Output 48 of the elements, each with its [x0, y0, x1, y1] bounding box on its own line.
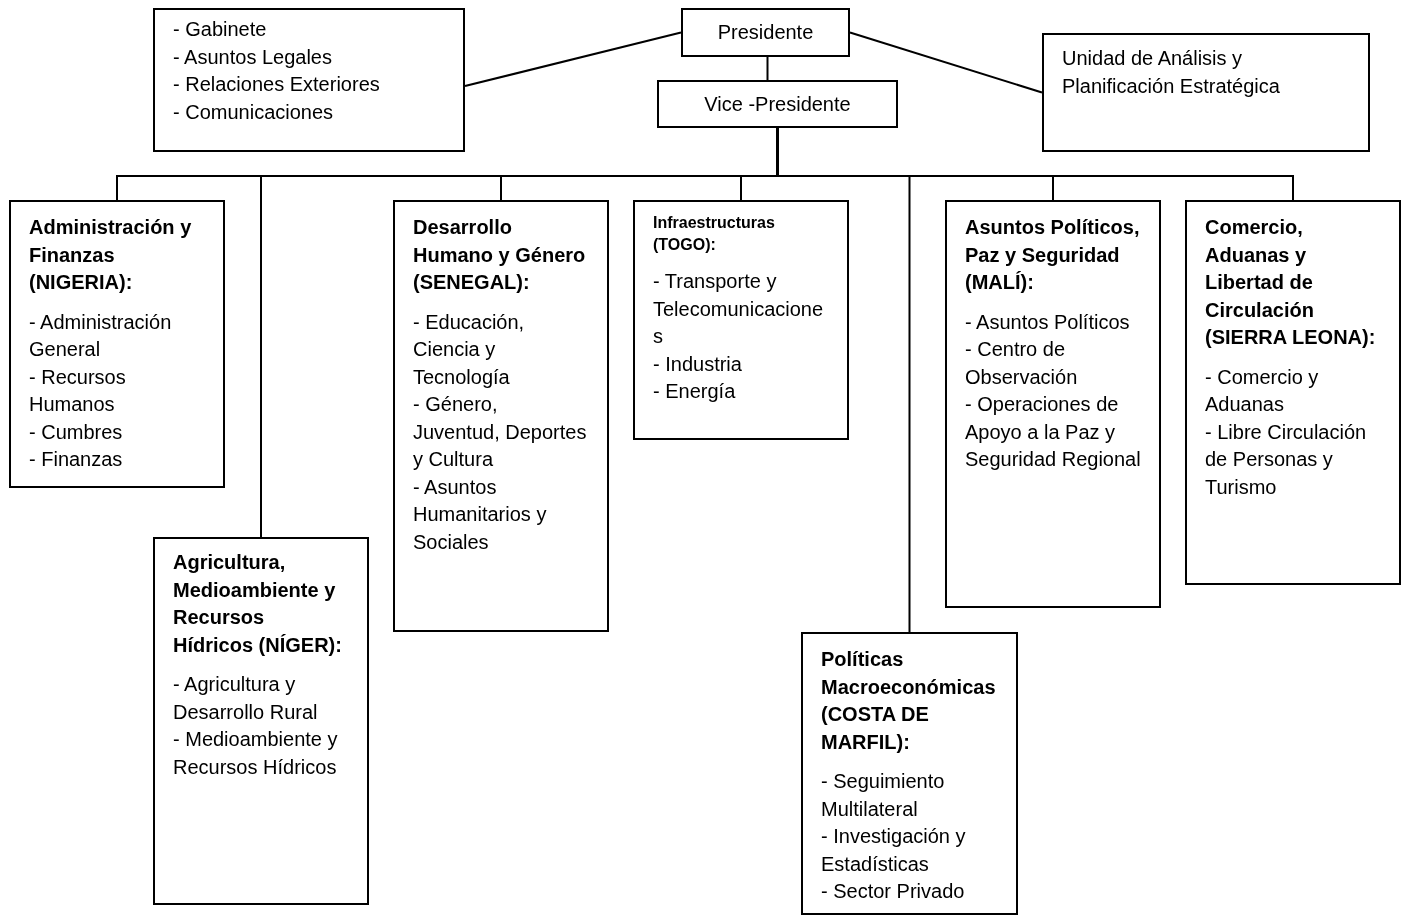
org-box: [1042, 33, 1370, 152]
unit-heading: Administración y Finanzas (NIGERIA):: [29, 215, 193, 295]
unit-item: - Operaciones de Apoyo a la Paz y Seguridad Regional: [965, 392, 1141, 472]
box-label: - Gabinete: [173, 17, 268, 42]
unit-heading: Agricultura, Medioambiente y Recursos Hídricos (NÍGER):: [173, 550, 343, 658]
unit-item: - Finanzas: [29, 447, 124, 472]
box-label: - Relaciones Exteriores: [173, 72, 381, 97]
box-label: - Asuntos Legales: [173, 44, 333, 70]
unit-heading: Infraestructuras (TOGO):: [653, 213, 776, 255]
unit-item: - Recursos Humanos: [29, 364, 127, 417]
unit-item: - Sector Privado: [821, 879, 966, 904]
org-box: [153, 8, 465, 152]
connector-line: [464, 31, 682, 87]
box-label: Vice -Presidente: [703, 92, 852, 117]
unit-item: - Libre Circulación de Personas y Turismo: [1205, 419, 1368, 500]
unit-heading: Comercio, Aduanas y Libertad de Circulación (SIERRA LEONA):: [1205, 215, 1377, 350]
box-label: - Comunicaciones: [173, 99, 335, 125]
org-box: [1185, 200, 1401, 585]
org-box: [9, 200, 225, 488]
unit-item: - Energía: [653, 379, 737, 404]
unit-item: - Investigación y Estadísticas: [821, 824, 967, 877]
unit-item: - Centro de Observación: [965, 337, 1079, 390]
org-box: [393, 200, 609, 632]
unit-item: - Seguimiento Multilateral: [821, 769, 946, 822]
connector-line: [849, 31, 1043, 94]
unit-item: - Administración General: [29, 309, 173, 362]
unit-item: - Comercio y Aduanas: [1205, 364, 1320, 417]
unit-item: - Cumbres: [29, 419, 124, 445]
org-box: [681, 8, 850, 57]
box-label: Unidad de Análisis y Planificación Estratégica: [1062, 46, 1281, 99]
unit-item: - Industria: [653, 351, 743, 377]
unit-heading: Asuntos Políticos, Paz y Seguridad (MALÍ):: [965, 215, 1141, 295]
unit-item: - Asuntos Políticos: [965, 309, 1131, 335]
connector-line: [766, 56, 769, 81]
org-box: [633, 200, 849, 440]
unit-heading: Desarrollo Humano y Género (SENEGAL):: [413, 215, 587, 295]
unit-item: - Género, Juventud, Deportes y Cultura: [413, 392, 588, 472]
org-box: [657, 80, 898, 128]
unit-item: - Agricultura y Desarrollo Rural: [173, 672, 319, 725]
box-label: Presidente: [716, 20, 815, 45]
unit-heading: Políticas Macroeconómicas (COSTA DE MARFIL):: [821, 647, 997, 755]
org-box: [801, 632, 1018, 915]
org-box: [945, 200, 1161, 608]
org-box: [153, 537, 369, 905]
unit-item: - Educación, Ciencia y Tecnología: [413, 309, 526, 390]
unit-item: - Asuntos Humanitarios y Sociales: [413, 474, 548, 555]
unit-item: - Medioambiente y Recursos Hídricos: [173, 727, 339, 780]
unit-item: - Transporte y Telecomunicaciones: [653, 269, 825, 349]
